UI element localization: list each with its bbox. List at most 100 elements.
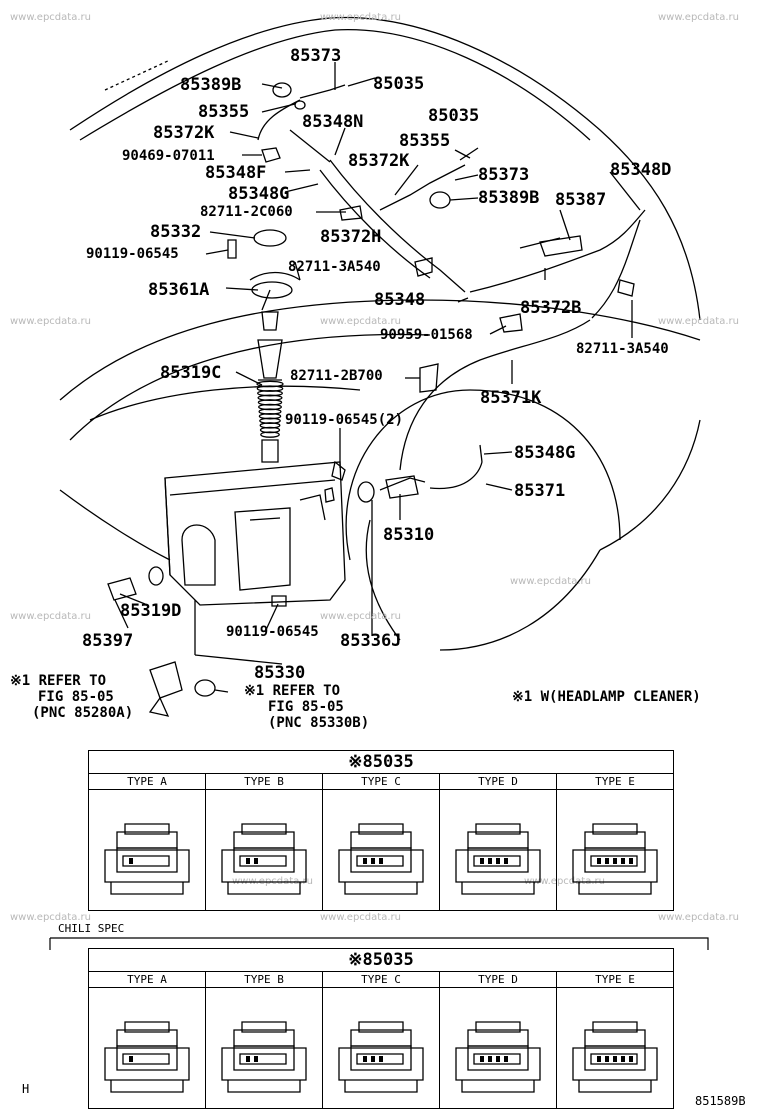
part-label: 85387 <box>555 190 607 210</box>
connector-mark <box>488 858 492 864</box>
connector-mark <box>629 1056 633 1062</box>
connector-outline <box>475 1021 521 1033</box>
connector-icon <box>338 1021 424 1093</box>
legend-note: ※1 W(HEADLAMP CLEANER) <box>512 689 701 705</box>
connector-outline <box>350 847 412 873</box>
connector-outline <box>239 1053 287 1065</box>
connector-mark <box>379 1056 383 1062</box>
connector-mark <box>496 1056 500 1062</box>
connector-mark <box>504 1056 508 1062</box>
part-label: 85372B <box>520 298 582 318</box>
connector-outline <box>233 1045 295 1071</box>
connector-outline <box>338 1047 424 1081</box>
connector-outline <box>241 1021 287 1033</box>
connector-outline <box>578 1080 652 1093</box>
connector-mark <box>629 858 633 864</box>
connector-image <box>206 790 322 910</box>
connector-image <box>440 988 556 1108</box>
watermark: www.epcdata.ru <box>10 912 91 923</box>
connector-icon <box>572 823 658 895</box>
connector-outline <box>455 849 541 883</box>
connector-icon <box>455 1021 541 1093</box>
connector-image <box>440 790 556 910</box>
watermark: www.epcdata.ru <box>10 12 91 23</box>
part-label: 90119-06545 <box>226 624 319 640</box>
connector-icon <box>338 823 424 895</box>
connector-outline <box>592 823 638 835</box>
part-label: 85372K <box>348 151 410 171</box>
connector-mark <box>605 858 609 864</box>
part-label: 85373 <box>478 165 530 185</box>
bellows-rib <box>260 431 280 438</box>
part-label: 85035 <box>428 106 480 126</box>
corner-label: H <box>22 1082 30 1096</box>
connector-mark <box>613 858 617 864</box>
part-label: 85389B <box>478 188 540 208</box>
connector-icon <box>104 823 190 895</box>
connector-mark <box>129 1056 133 1062</box>
connector-image <box>89 790 205 910</box>
connector-outline <box>473 855 521 867</box>
connector-mark <box>371 1056 375 1062</box>
type-header: TYPE C <box>323 774 439 790</box>
part-label: 90959-01568 <box>380 327 473 343</box>
part-label: 82711-3A540 <box>288 259 381 275</box>
type-header: TYPE E <box>557 972 673 988</box>
connector-mark <box>621 858 625 864</box>
connector-outline <box>356 1053 404 1065</box>
connector-mark <box>621 1056 625 1062</box>
connector-outline <box>122 1053 170 1065</box>
connector-icon <box>455 823 541 895</box>
connector-outline <box>356 855 404 867</box>
connector-image <box>557 988 673 1108</box>
watermark: www.epcdata.ru <box>320 12 401 23</box>
connector-image <box>323 988 439 1108</box>
connector-mark <box>254 1056 258 1062</box>
table-title: ※85035 <box>89 949 673 972</box>
connector-mark <box>597 1056 601 1062</box>
part-label: 85348D <box>610 160 672 180</box>
connector-outline <box>110 882 184 895</box>
refer-note-left: ※1 REFER TO FIG 85-05 (PNC 85280A) <box>10 673 134 722</box>
watermark: www.epcdata.ru <box>320 316 401 327</box>
watermark: www.epcdata.ru <box>658 912 739 923</box>
part-label: 85372H <box>320 227 382 247</box>
table-title: ※85035 <box>89 751 673 774</box>
watermark: www.epcdata.ru <box>10 611 91 622</box>
figure-reference: 851589B <box>695 1094 746 1108</box>
watermark: www.epcdata.ru <box>658 12 739 23</box>
connector-outline <box>475 823 521 835</box>
part-label: 85372K <box>153 123 215 143</box>
connector-outline <box>467 847 529 873</box>
connector-outline <box>110 1080 184 1093</box>
part-label: 90119-06545 <box>86 246 179 262</box>
connector-outline <box>461 882 535 895</box>
part-label: 85397 <box>82 631 134 651</box>
chili-spec-bracket <box>49 937 709 950</box>
part-label: 90119-06545(2) <box>285 412 404 428</box>
connector-outline <box>584 1045 646 1071</box>
connector-outline <box>358 823 404 835</box>
part-label: 85373 <box>290 46 342 66</box>
part-label: 85355 <box>399 131 451 151</box>
connector-outline <box>590 855 638 867</box>
part-label: 85348G <box>228 184 290 204</box>
type-header: TYPE D <box>440 774 556 790</box>
part-label: 82711-3A540 <box>576 341 669 357</box>
connector-icon <box>572 1021 658 1093</box>
watermark: www.epcdata.ru <box>524 876 605 887</box>
type-header: TYPE D <box>440 972 556 988</box>
connector-outline <box>221 1047 307 1081</box>
part-label: 85348 <box>374 290 426 310</box>
connector-outline <box>473 1053 521 1065</box>
connector-outline <box>124 823 170 835</box>
connector-outline <box>584 847 646 873</box>
part-label: 90469-07011 <box>122 148 215 164</box>
connector-outline <box>239 855 287 867</box>
connector-outline <box>455 1047 541 1081</box>
connector-image <box>206 988 322 1108</box>
connector-outline <box>233 847 295 873</box>
part-label: 85348G <box>514 443 576 463</box>
connector-icon <box>221 823 307 895</box>
